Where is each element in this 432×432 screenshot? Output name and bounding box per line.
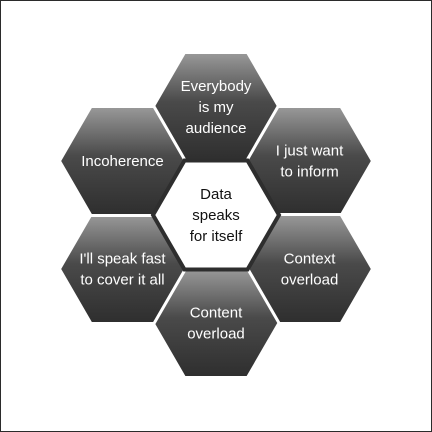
hexagon-top-label-line: audience [186,120,247,137]
hexagon-upper-right: I just want to inform [244,104,375,218]
hexagon-top-label-line: Everybody [181,78,252,95]
hexagon-lower-right: Context overload [244,212,375,326]
hexagon-lower-left-label-line: to cover it all [80,272,164,289]
hexagon-lower-left: I'll speak fast to cover it all [57,212,188,326]
hexagon-bottom-label-line: overload [187,326,245,343]
center-hexagon-label-line: Data [200,186,232,203]
hexagon-bottom-label-line: Content [190,305,243,322]
hexagon-top-label-line: is my [199,99,234,116]
hexagon-lower-right-label-line: overload [281,272,339,289]
hexagon-upper-right-label-line: I just want [276,143,344,160]
center-hexagon-label-line: for itself [190,228,243,245]
hexagon-lower-right-label-line: Context [284,251,337,268]
center-hexagon-label-line: speaks [192,207,240,224]
hexagon-upper-left-label-line: Incoherence [81,153,164,170]
center-hexagon-shape [150,158,282,272]
hexagon-lower-left-label-line: I'll speak fast [79,251,166,268]
center-hexagon: Data speaks for itself [150,158,282,272]
hexagon-upper-right-label-line: to inform [280,164,338,181]
